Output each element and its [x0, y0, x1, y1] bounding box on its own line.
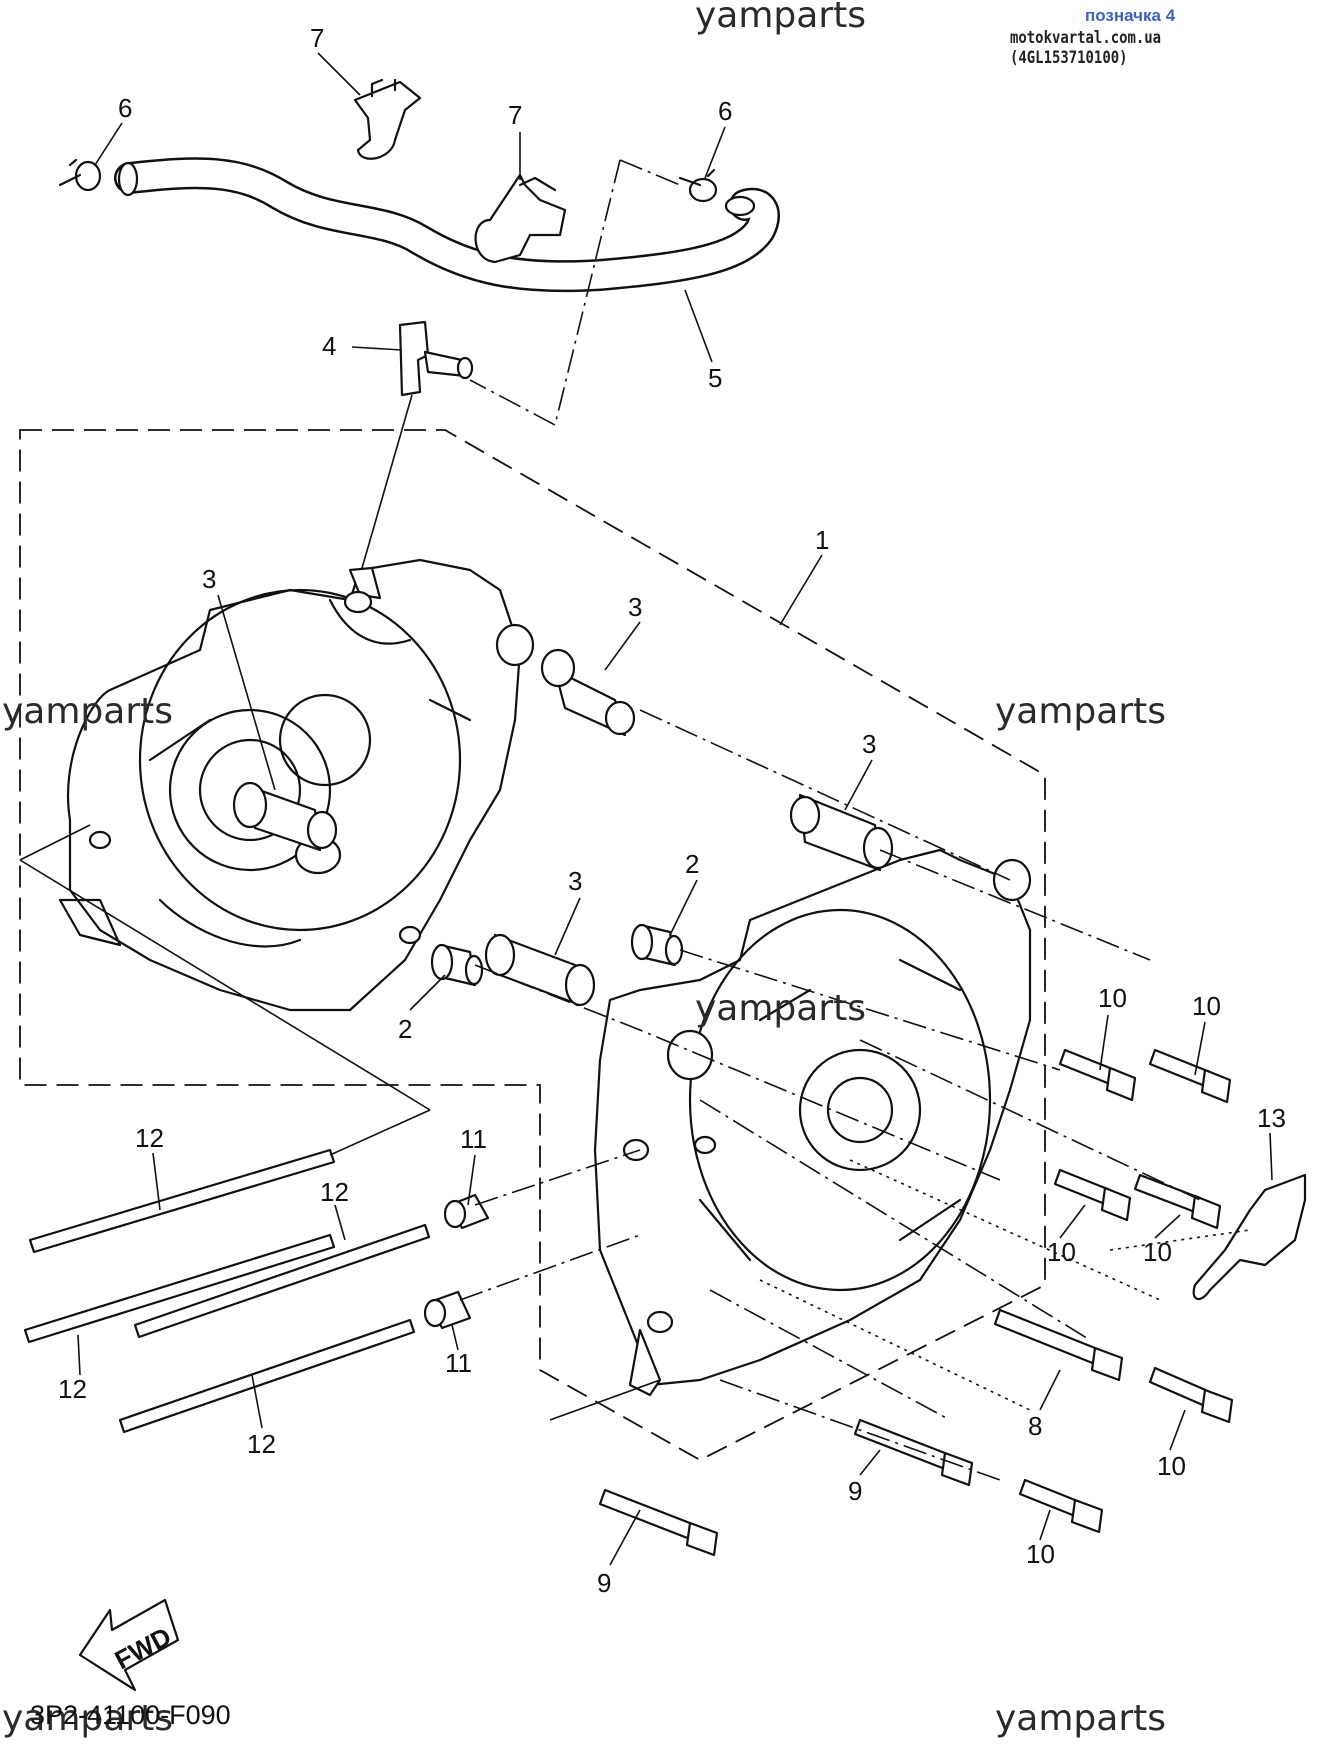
callout-3: 3: [628, 592, 642, 622]
callout-6: 6: [718, 96, 732, 126]
callout-10: 10: [1143, 1237, 1172, 1267]
bolt: [598, 1488, 719, 1557]
watermark: yamparts: [995, 1698, 1166, 1739]
stud-bolt: [118, 1318, 416, 1434]
breather-hose: [114, 157, 780, 293]
stud-bolt: [23, 1233, 336, 1344]
watermark: yamparts: [695, 0, 866, 36]
dowel-small: [630, 923, 684, 967]
callout-3: 3: [202, 564, 216, 594]
callout-5: 5: [708, 363, 722, 393]
dowel-pin: [789, 793, 894, 872]
watermark: yamparts: [995, 691, 1166, 732]
callout-10: 10: [1098, 983, 1127, 1013]
callout-6: 6: [118, 93, 132, 123]
hose-routing-line: [469, 159, 681, 427]
hose-clip-left: [58, 158, 102, 192]
watermark: yamparts: [695, 988, 866, 1029]
callout-2: 2: [398, 1014, 412, 1044]
callout-2: 2: [685, 849, 699, 879]
callout-8: 8: [1028, 1411, 1042, 1441]
watermarks: yamparts yamparts yamparts yamparts yamp…: [2, 0, 1166, 1739]
crankcase-assembly-boundary: [19, 429, 1046, 1462]
hose-holder-upper: [353, 78, 422, 160]
callout-12: 12: [135, 1123, 164, 1153]
bolt: [853, 1418, 974, 1487]
bolt: [1148, 1048, 1232, 1104]
callout-12: 12: [320, 1177, 349, 1207]
bolt: [1133, 1173, 1222, 1230]
hose-holder-lower: [474, 173, 567, 264]
bolt: [1058, 1048, 1137, 1102]
callout-3: 3: [568, 866, 582, 896]
source-reference: motokvartal.com.ua (4GL153710100): [1010, 28, 1162, 68]
dowel-small: [430, 943, 484, 987]
stud-bolt: [28, 1148, 336, 1254]
watermark: yamparts: [2, 1698, 173, 1739]
callout-10: 10: [1047, 1237, 1076, 1267]
callout-1: 1: [815, 525, 829, 555]
watermark: yamparts: [2, 691, 173, 732]
bracket: [1192, 1173, 1307, 1301]
crankcase-right-half: [593, 848, 1032, 1397]
callout-11: 11: [460, 1124, 487, 1154]
collar: [443, 1193, 490, 1230]
breather-joint: [359, 320, 474, 576]
callout-9: 9: [848, 1476, 862, 1506]
callout-7: 7: [310, 23, 324, 53]
bolt: [993, 1308, 1124, 1382]
callout-9: 9: [597, 1568, 611, 1598]
bolt: [1148, 1366, 1234, 1424]
hose-clip-right: [678, 168, 718, 203]
callout-11: 11: [445, 1348, 472, 1378]
callout-4: 4: [322, 331, 336, 361]
callout-3: 3: [862, 729, 876, 759]
dowel-pin: [540, 648, 636, 737]
callout-12: 12: [58, 1374, 87, 1404]
dowel-pin: [484, 933, 596, 1007]
diagram-code: 3P2-41100-F090: [30, 1700, 231, 1730]
callout-12: 12: [247, 1429, 276, 1459]
leader-lines: [77, 52, 1273, 1566]
stud-bolt: [133, 1223, 431, 1339]
alignment-lines: [19, 709, 1251, 1481]
collar: [423, 1290, 472, 1330]
crankcase-left-half: [58, 558, 535, 1012]
bolt: [1053, 1168, 1132, 1222]
callout-7: 7: [508, 100, 522, 130]
dowel-pin: [232, 781, 338, 852]
forward-arrow: [78, 1598, 180, 1692]
callout-13: 13: [1257, 1103, 1286, 1133]
callout-10: 10: [1026, 1539, 1055, 1569]
bolt: [1018, 1478, 1104, 1534]
part-label: позначка 4: [1085, 6, 1176, 25]
callout-10: 10: [1192, 991, 1221, 1021]
callout-10: 10: [1157, 1451, 1186, 1481]
callout-labels: 1 2 2 3 3 3 3 4 5 6 6 7 7 8 9 9 10 10 10…: [58, 23, 1286, 1598]
